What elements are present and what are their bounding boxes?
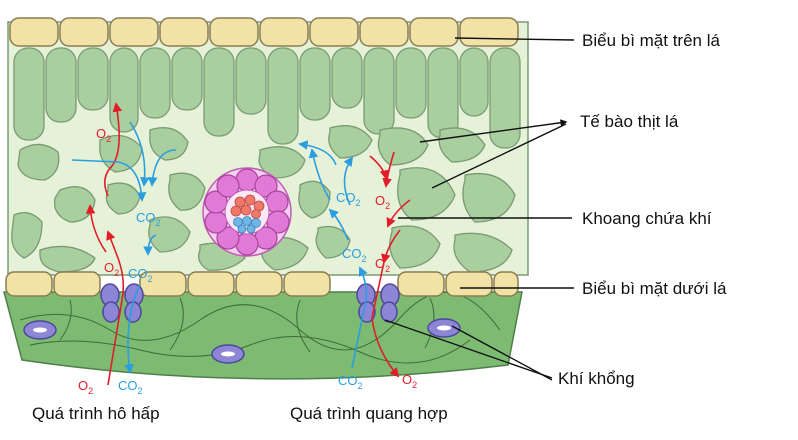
lower-epidermis-label: Biểu bì mặt dưới lá bbox=[582, 279, 727, 298]
gas-labels: O2 CO2 O2 CO2 O2 CO2 CO2 O2 CO2 O2 CO2 O… bbox=[78, 126, 417, 396]
o2-label: O2 bbox=[402, 372, 417, 390]
o2-label: O2 bbox=[375, 256, 390, 274]
photosynthesis-oxygen-arrows bbox=[369, 151, 411, 378]
co2-label: CO2 bbox=[336, 190, 361, 208]
mesophyll-label: Tế bào thịt lá bbox=[580, 112, 679, 131]
lower-epidermis-cells bbox=[5, 271, 519, 297]
photosynthesis-co2-arrows bbox=[298, 140, 368, 369]
photosynthesis-caption: Quá trình quang hợp bbox=[290, 404, 448, 423]
co2-label: CO2 bbox=[136, 210, 161, 228]
respiration-caption: Quá trình hô hấp bbox=[32, 404, 160, 423]
co2-label: CO2 bbox=[342, 246, 367, 264]
surface-stomata bbox=[23, 318, 461, 364]
upper-epidermis-cells bbox=[9, 17, 519, 47]
o2-label: O2 bbox=[96, 126, 111, 144]
callout-lines bbox=[384, 37, 575, 381]
respiration-oxygen-arrows bbox=[85, 102, 125, 386]
vascular-bundle bbox=[202, 167, 292, 257]
air-space-label: Khoang chứa khí bbox=[582, 209, 712, 228]
o2-label: O2 bbox=[78, 378, 93, 396]
co2-label: CO2 bbox=[128, 266, 153, 284]
co2-label: CO2 bbox=[338, 373, 363, 391]
co2-label: CO2 bbox=[118, 378, 143, 396]
o2-label: O2 bbox=[375, 193, 390, 211]
palisade-cells bbox=[13, 47, 521, 149]
upper-epidermis-label: Biểu bì mặt trên lá bbox=[582, 31, 720, 50]
respiration-co2-arrows bbox=[71, 121, 177, 374]
o2-label: O2 bbox=[104, 260, 119, 278]
stoma-label: Khí khổng bbox=[558, 369, 635, 388]
tissue-veins bbox=[19, 291, 501, 364]
stoma-left bbox=[100, 283, 144, 323]
